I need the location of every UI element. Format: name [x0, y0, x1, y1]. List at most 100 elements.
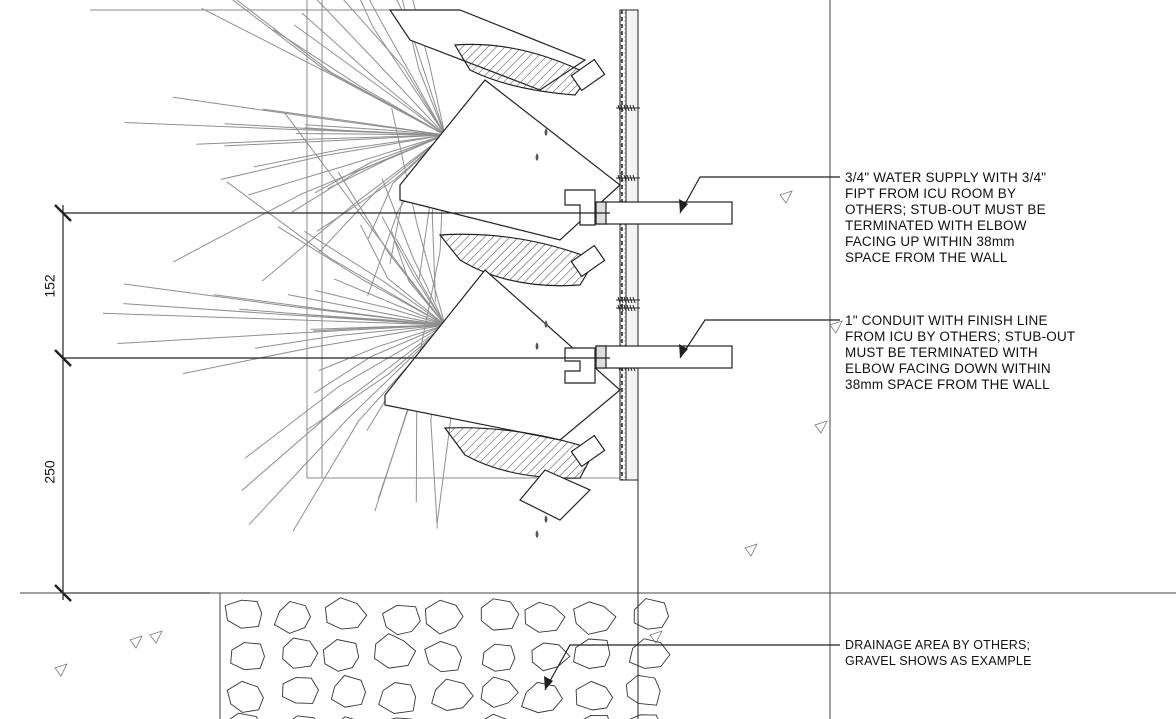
plant-leaf: [305, 124, 446, 136]
gravel-stone: [378, 682, 417, 714]
droplet: [535, 153, 539, 161]
droplet: [544, 320, 548, 328]
plant-leaf: [296, 133, 446, 136]
conduit-pipe: [564, 345, 733, 384]
gravel-stone: [573, 638, 611, 669]
gravel-stone: [292, 715, 316, 719]
aggregate-speck: [814, 420, 828, 434]
plant-leaf: [123, 303, 446, 326]
aggregate-speck: [129, 635, 143, 649]
plant-leaf: [333, 278, 446, 326]
gravel-stone: [424, 640, 462, 673]
gravel-stone: [481, 643, 516, 672]
gravel-stone: [226, 680, 264, 713]
aggregate-speck: [149, 630, 163, 644]
note-line: 3/4" WATER SUPPLY WITH 3/4": [845, 170, 1047, 185]
plant-leaf: [248, 134, 446, 196]
plant-leaf: [124, 122, 446, 136]
note-line: 38mm SPACE FROM THE WALL: [845, 377, 1050, 392]
plant-leaf: [360, 224, 446, 326]
plant-leaf: [253, 134, 446, 168]
note-line: FIPT FROM ICU ROOM BY: [845, 186, 1017, 201]
note-line: SPACE FROM THE WALL: [845, 250, 1008, 265]
plant-leaf: [343, 0, 446, 136]
note-line: DRAINAGE AREA BY OTHERS;: [845, 638, 1031, 652]
plant-leaf: [301, 12, 446, 136]
plant-leaf: [305, 324, 446, 431]
gravel-stone: [424, 599, 464, 635]
plant-leaf: [310, 324, 446, 330]
gravel-stone: [575, 680, 614, 711]
droplet: [535, 342, 539, 350]
drainage-note: DRAINAGE AREA BY OTHERS; GRAVEL SHOWS AS…: [845, 637, 1032, 669]
gravel-stone: [521, 681, 563, 714]
droplet: [544, 515, 548, 523]
plant-leaf: [293, 24, 446, 136]
note-line: TERMINATED WITH ELBOW: [845, 218, 1027, 233]
note-line: 1" CONDUIT WITH FINISH LINE: [845, 313, 1048, 328]
gravel-stone: [381, 604, 421, 636]
gravel-stone: [374, 633, 417, 669]
gravel-stone: [625, 674, 661, 706]
leader-arrowheads: [544, 199, 688, 690]
plant-leaf: [391, 231, 446, 326]
gravel-stone: [229, 712, 258, 719]
gravel-stone: [273, 600, 312, 634]
plant-leaf: [182, 324, 446, 375]
droplet: [535, 530, 539, 538]
aggregate-speck: [779, 190, 793, 204]
plant-leaf: [316, 0, 446, 136]
plant-leaf: [261, 134, 446, 282]
plant-leaf: [277, 226, 446, 326]
gravel-stone: [480, 676, 519, 708]
note-line: FACING UP WITHIN 38mm: [845, 234, 1015, 249]
plant-leaf: [318, 324, 446, 371]
plant-leaf: [369, 0, 446, 136]
plant-leaf: [224, 134, 446, 147]
plant-leaf: [172, 96, 446, 136]
gravel-stone: [281, 677, 320, 704]
gravel-stone: [322, 639, 360, 672]
gravel-stone: [628, 638, 671, 669]
plant-leaf: [102, 312, 446, 326]
plant-leaf: [287, 294, 446, 326]
plant-leaf: [272, 29, 446, 136]
gravel-stone: [524, 601, 566, 633]
note-line: OTHERS; STUB-OUT MUST BE: [845, 202, 1046, 217]
plant-leaf: [314, 324, 446, 394]
gravel-stone: [224, 599, 263, 629]
plant-leaf: [381, 216, 446, 326]
droplet: [544, 128, 548, 136]
plant-leaf: [196, 134, 446, 145]
gravel-stone: [324, 597, 368, 630]
ground-line: [20, 592, 1176, 719]
gravel-stone: [629, 714, 659, 719]
gravel-stone: [633, 598, 670, 630]
note-line: MUST BE TERMINATED WITH: [845, 345, 1038, 360]
planter-pocket-lower: [384, 269, 621, 521]
plant-leaf: [255, 324, 446, 349]
note-line: ELBOW FACING DOWN WITHIN: [845, 361, 1051, 376]
note-line: FROM ICU BY OTHERS; STUB-OUT: [845, 329, 1076, 344]
gravel-stone: [431, 678, 474, 711]
gravel-stone: [282, 637, 319, 669]
aggregate-speck: [744, 543, 758, 557]
gravel-drainage-area: [224, 597, 671, 719]
plant-leaf: [201, 7, 446, 136]
gravel-stone: [230, 642, 265, 671]
aggregate-speck: [54, 663, 68, 677]
plant-leaf: [244, 324, 446, 459]
plant-leaf: [173, 134, 446, 263]
gravel-stone: [583, 715, 609, 719]
annotation-leaders: [544, 176, 840, 691]
plant-leaf: [248, 324, 446, 525]
plant-leaf: [123, 283, 446, 326]
gravel-stone: [531, 642, 571, 672]
plant-foliage: [102, 0, 452, 532]
gravel-stone: [484, 713, 507, 719]
plant-leaf: [304, 230, 446, 326]
plant-leaf: [315, 289, 446, 326]
gravel-stone: [480, 598, 520, 631]
